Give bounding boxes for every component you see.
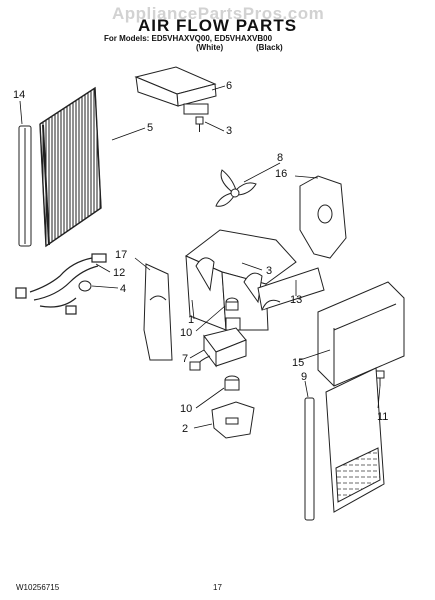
callout-10: 10 bbox=[180, 327, 192, 339]
page-title: AIR FLOW PARTS bbox=[137, 16, 298, 35]
part-7-fan-motor bbox=[189, 317, 247, 371]
part-8-fan-blade bbox=[215, 169, 257, 207]
part-10-grommet bbox=[224, 375, 240, 391]
screw-icon bbox=[195, 116, 204, 132]
callout-8: 8 bbox=[277, 152, 283, 164]
part-2-motor-bracket bbox=[211, 401, 255, 439]
models-line: For Models: ED5VHAXVQ00, ED5VHAXVB00 bbox=[104, 34, 273, 43]
callout-1: 1 bbox=[188, 314, 194, 326]
part-15-duct-cover bbox=[317, 281, 405, 387]
part-12-wire-harness bbox=[15, 253, 107, 315]
callout-6: 6 bbox=[226, 80, 232, 92]
callout-11: 11 bbox=[377, 411, 388, 423]
part-4-connector bbox=[78, 280, 92, 292]
variant-white: (White) bbox=[196, 43, 224, 52]
callout-3: 3 bbox=[226, 125, 232, 137]
leader-lines bbox=[19, 85, 381, 429]
callout-15: 15 bbox=[292, 357, 304, 369]
callout-16: 16 bbox=[275, 168, 287, 180]
rear-duct-panel bbox=[325, 367, 385, 513]
part-17-left-panel bbox=[143, 263, 173, 361]
callout-2: 2 bbox=[182, 423, 188, 435]
variant-black: (Black) bbox=[256, 43, 283, 52]
part-16-shroud bbox=[299, 175, 347, 259]
part-6-duct-bracket bbox=[134, 66, 217, 115]
watermark: AppliancePartsPros.com bbox=[112, 4, 325, 23]
callout-12: 12 bbox=[113, 267, 125, 279]
callout-7: 7 bbox=[182, 353, 188, 365]
callout-17: 17 bbox=[115, 249, 127, 261]
callout-9: 9 bbox=[301, 371, 307, 383]
part-5-coil bbox=[39, 86, 102, 248]
callout-10b: 10 bbox=[180, 403, 192, 415]
doc-number: W10256715 bbox=[16, 583, 60, 592]
part-10-grommet bbox=[225, 297, 239, 311]
part-14-gasket-strip bbox=[18, 125, 32, 247]
callout-4: 4 bbox=[120, 283, 126, 295]
part-13-lower-bracket bbox=[257, 267, 325, 311]
callout-5: 5 bbox=[147, 122, 153, 134]
callout-3b: 3 bbox=[266, 265, 272, 277]
page-number: 17 bbox=[213, 583, 222, 592]
part-1-air-tower bbox=[185, 229, 297, 331]
callout-13: 13 bbox=[290, 294, 302, 306]
part-9-gasket bbox=[304, 397, 315, 521]
callout-14: 14 bbox=[13, 89, 25, 101]
